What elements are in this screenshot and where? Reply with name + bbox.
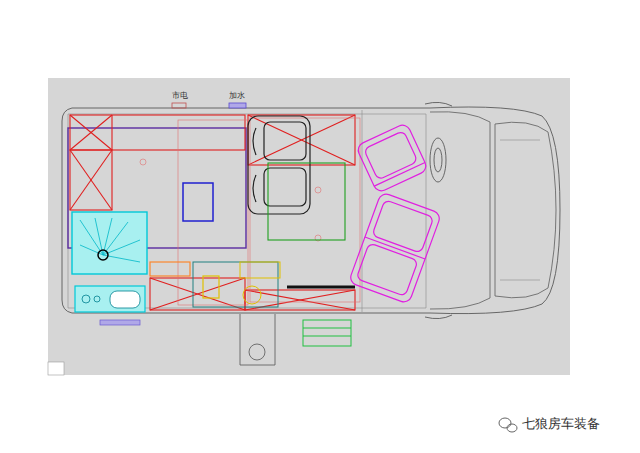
- wechat-icon: [499, 418, 517, 432]
- floor-area: [268, 163, 345, 240]
- bathroom: [72, 212, 147, 312]
- guide-line: [140, 118, 360, 305]
- fuel-cap: [240, 314, 275, 365]
- inlet-label: 加水: [229, 92, 245, 100]
- watermark: 七狼房车装备: [522, 417, 600, 430]
- water-inlet: [229, 103, 246, 108]
- drain: [100, 320, 140, 325]
- table: [183, 183, 213, 221]
- power-socket: [172, 103, 186, 108]
- front-seat: [349, 123, 442, 304]
- entry-step: [303, 320, 351, 346]
- corner-mark: [48, 362, 64, 375]
- van-body: [62, 102, 560, 318]
- cabinet: [70, 115, 355, 310]
- cad-ground: [48, 78, 570, 375]
- kitchen: [150, 262, 355, 307]
- rear-seat: [248, 116, 310, 214]
- steering-wheel: [430, 138, 446, 182]
- socket-label: 市电: [172, 92, 188, 100]
